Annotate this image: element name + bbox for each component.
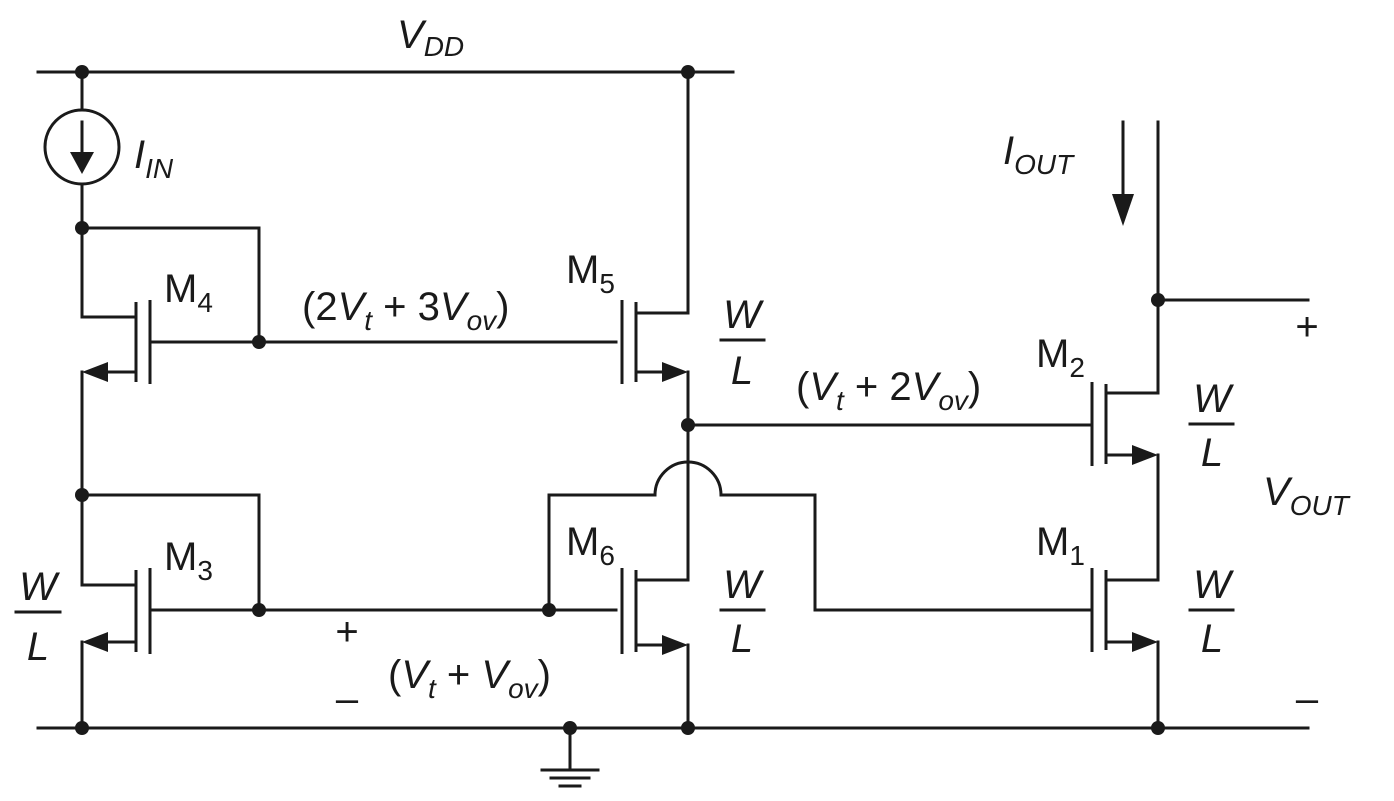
vdd-label: VDD <box>397 13 464 62</box>
iout-label: IOUT <box>1003 129 1075 180</box>
vout-plus-sign: + <box>1295 305 1318 349</box>
m6-l-label: L <box>731 617 753 661</box>
input-current-source <box>43 70 121 230</box>
m5-l-label: L <box>731 349 753 393</box>
crossover-wire <box>653 460 1092 612</box>
iin-label: IIN <box>134 133 174 184</box>
junction-dots <box>75 65 1165 735</box>
m2-w-label: W <box>1193 377 1234 421</box>
transistor-m2 <box>1090 382 1158 466</box>
m3-gate-minus-sign: – <box>336 677 359 721</box>
m6-label: M6 <box>566 520 615 571</box>
m2-label: M2 <box>1036 332 1085 383</box>
m3-w-label: W <box>19 565 60 609</box>
left-wiring <box>80 226 657 730</box>
m1-l-label: L <box>1201 617 1223 661</box>
vout-minus-sign: – <box>1296 677 1319 721</box>
m3-label: M3 <box>164 535 213 586</box>
m5-label: M5 <box>566 248 615 299</box>
middle-wiring <box>634 70 1092 730</box>
m5-w-label: W <box>723 293 764 337</box>
vout-label: VOUT <box>1263 470 1351 521</box>
transistor-m1 <box>1090 568 1158 652</box>
right-wiring <box>1104 120 1310 730</box>
transistor-m4 <box>82 300 152 384</box>
m3-l-label: L <box>27 625 49 669</box>
m2-l-label: L <box>1201 431 1223 475</box>
fraction-bars <box>14 338 1235 614</box>
m4-label: M4 <box>164 267 213 318</box>
transistor-m5 <box>620 300 688 384</box>
output-current-arrow <box>1112 120 1134 226</box>
transistor-m6 <box>620 568 688 655</box>
m3-gate-voltage-label: (Vt + Vov) <box>388 653 551 704</box>
ground-symbol <box>540 726 600 788</box>
m3-gate-plus-sign: + <box>335 610 358 654</box>
transistor-m3 <box>82 568 152 654</box>
m5-source-voltage-label: (Vt + 2Vov) <box>796 365 981 416</box>
m6-w-label: W <box>723 563 764 607</box>
m1-w-label: W <box>1193 563 1234 607</box>
m4-gate-voltage-label: (2Vt + 3Vov) <box>302 285 509 336</box>
m1-label: M1 <box>1036 520 1085 571</box>
